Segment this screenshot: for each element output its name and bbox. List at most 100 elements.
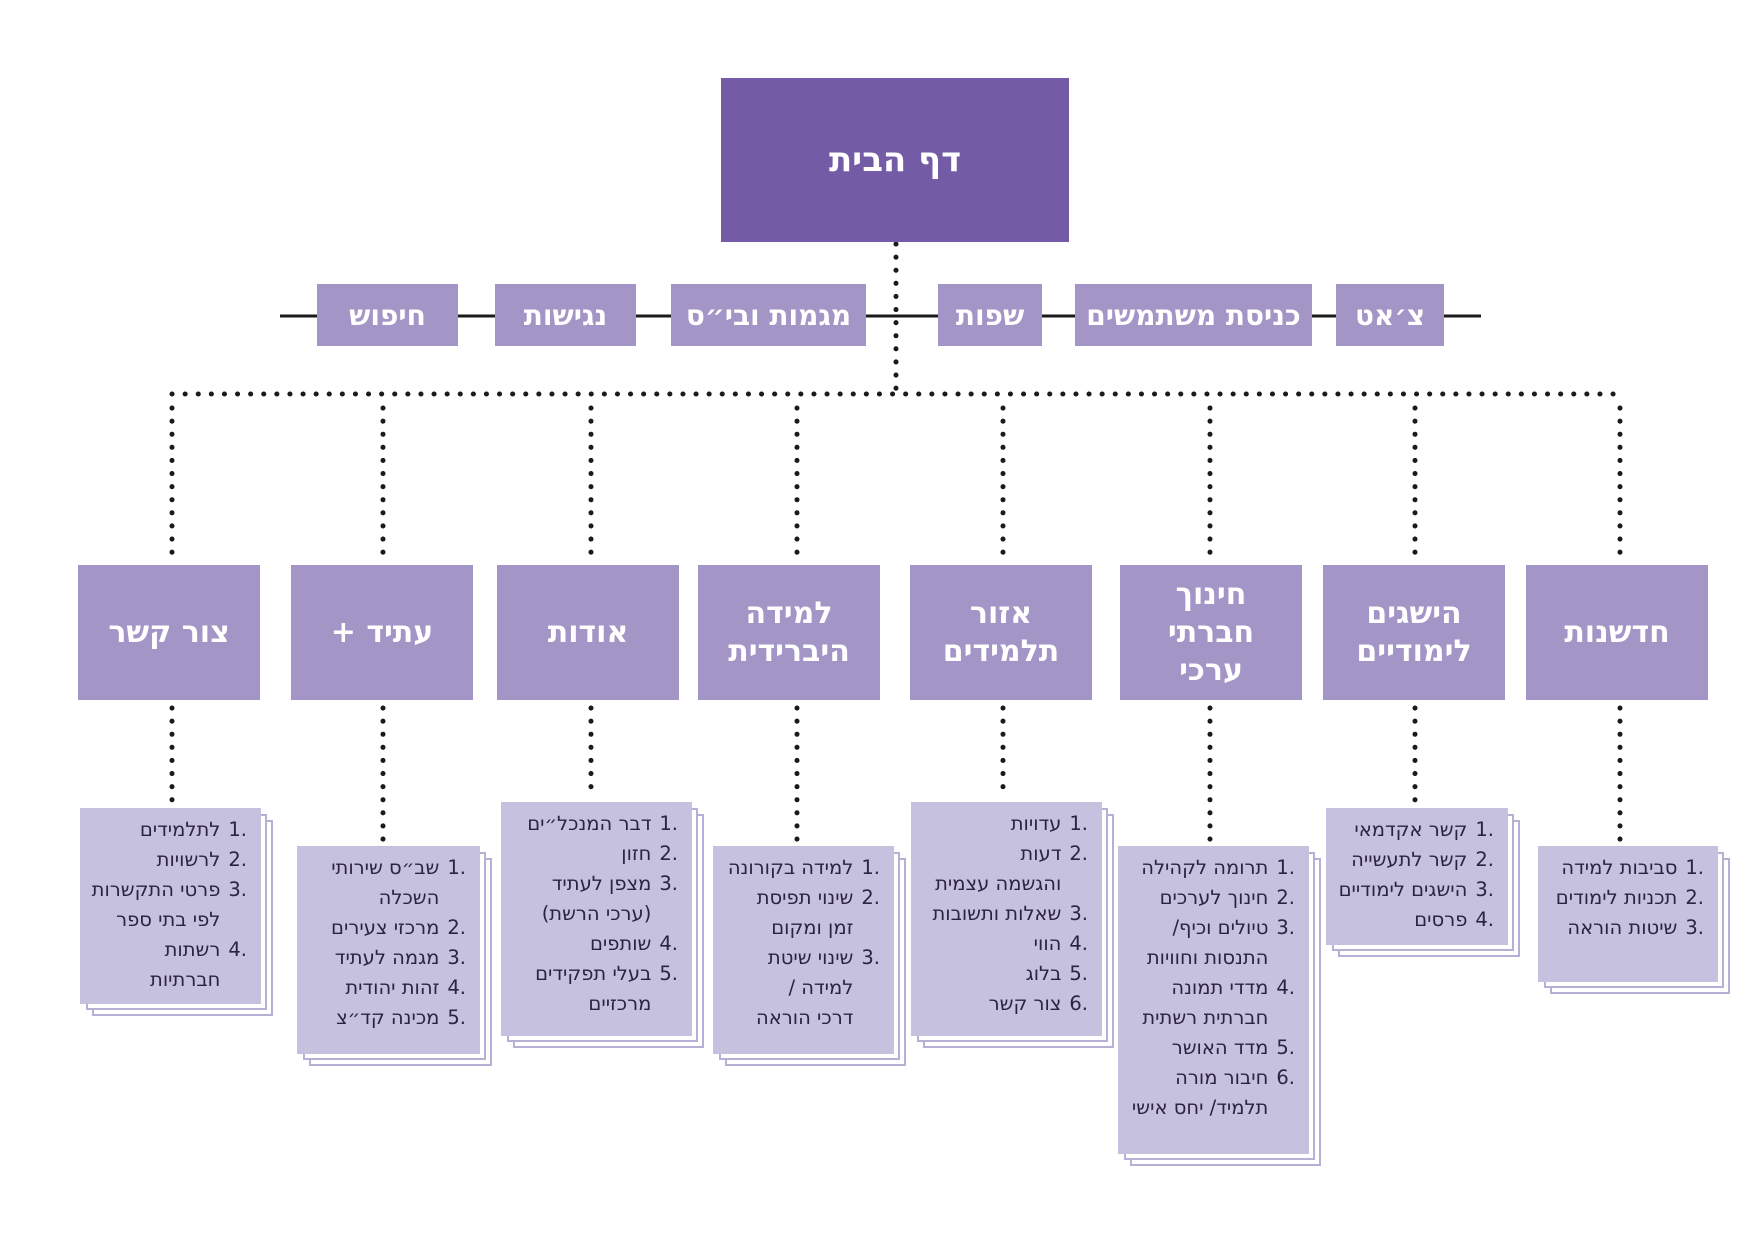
item-number: .1 [1069, 812, 1088, 835]
item-number: .6 [1069, 992, 1088, 1015]
item-number: .1 [1475, 818, 1494, 841]
list-item[interactable]: .1 דבר המנכל״ים [511, 809, 678, 839]
category-students[interactable]: אזור תלמידים [910, 565, 1092, 700]
item-number: .5 [447, 1006, 466, 1029]
item-label: שינוי תפיסת זמן ומקום [756, 886, 854, 939]
item-label: חינוך לערכים [1159, 886, 1269, 909]
home-box[interactable]: דף הבית [721, 78, 1069, 242]
list-item[interactable]: .3 מצפן לעתיד (ערכי הרשת) [511, 869, 678, 929]
item-number: .3 [1475, 878, 1494, 901]
item-label: מרכזי צעירים [331, 916, 440, 939]
item-number: .2 [1276, 886, 1295, 909]
util-languages[interactable]: שפות [938, 284, 1042, 346]
item-number: .3 [228, 878, 247, 901]
item-label: קשר אקדמאי [1354, 818, 1468, 841]
category-future[interactable]: עתיד + [291, 565, 473, 700]
item-label: פרסים [1414, 908, 1468, 931]
item-label: לתלמידים [139, 818, 221, 841]
item-label: חיבור מורה תלמיד/ יחס אישי [1131, 1066, 1269, 1119]
category-achievements[interactable]: הישגים לימודיים [1323, 565, 1505, 700]
item-label: מצפן לעתיד (ערכי הרשת) [541, 872, 652, 925]
item-number: .3 [659, 872, 678, 895]
util-chat[interactable]: צ׳אט [1336, 284, 1444, 346]
item-label: תרומה לקהילה [1141, 856, 1269, 879]
util-tracks[interactable]: מגמות ובי״ס [671, 284, 866, 346]
list-item[interactable]: .2 שינוי תפיסת זמן ומקום [723, 883, 880, 943]
util-login[interactable]: כניסת משתמשים [1075, 284, 1312, 346]
list-item[interactable]: .2 חינוך לערכים [1128, 883, 1295, 913]
item-label: דבר המנכל״ים [527, 812, 652, 835]
item-number: .5 [1069, 962, 1088, 985]
item-number: .3 [1685, 916, 1704, 939]
item-label: שאלות ותשובות [932, 902, 1062, 925]
util-search[interactable]: חיפוש [317, 284, 458, 346]
item-number: .2 [228, 848, 247, 871]
item-label: פרטי התקשרות לפי בתי ספר [91, 878, 221, 931]
item-number: .2 [1069, 842, 1088, 865]
list-item[interactable]: .1 קשר אקדמאי [1336, 815, 1494, 845]
category-about[interactable]: אודות [497, 565, 679, 700]
list-item[interactable]: .3 הישגים לימודיים [1336, 875, 1494, 905]
item-number: .3 [447, 946, 466, 969]
list-item[interactable]: .1 תרומה לקהילה [1128, 853, 1295, 883]
item-number: .2 [861, 886, 880, 909]
item-label: שינוי שיטת למידה / דרכי הוראה [756, 946, 854, 1029]
item-label: מדדי תמונה חברתית רשתית [1142, 976, 1269, 1029]
item-label: חזון [621, 842, 652, 865]
item-label: מדד האושר [1171, 1036, 1269, 1059]
category-innovation[interactable]: חדשנות [1526, 565, 1708, 700]
item-number: .2 [1475, 848, 1494, 871]
item-label: מכינה קד״צ [336, 1006, 440, 1029]
category-hybrid[interactable]: למידה היברידית [698, 565, 880, 700]
category-social-education[interactable]: חינוך חברתי ערכי [1120, 565, 1302, 700]
list-item[interactable]: .4 מדדי תמונה חברתית רשתית [1128, 973, 1295, 1033]
item-number: .1 [1276, 856, 1295, 879]
list-item[interactable]: .3 פרטי התקשרות לפי בתי ספר [90, 875, 247, 935]
category-contact[interactable]: צור קשר [78, 565, 260, 700]
util-accessibility[interactable]: נגישות [495, 284, 636, 346]
item-number: .1 [1685, 856, 1704, 879]
item-label: הישגים לימודיים [1338, 878, 1468, 901]
item-label: זהות יהודית [345, 976, 440, 999]
item-number: .1 [659, 812, 678, 835]
item-number: .1 [861, 856, 880, 879]
list-item[interactable]: .5 מכינה קד״צ [307, 1003, 466, 1033]
item-number: .4 [1276, 976, 1295, 999]
item-number: .1 [228, 818, 247, 841]
list-item[interactable]: .1 לתלמידים [90, 815, 247, 845]
